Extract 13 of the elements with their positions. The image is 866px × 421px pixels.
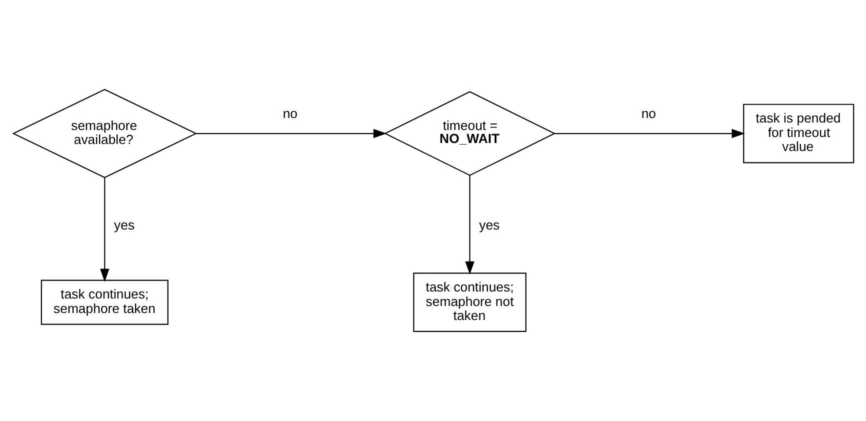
node-box: task is pended for timeout value — [742, 104, 854, 164]
arrow — [196, 128, 386, 138]
edge-label: no — [282, 106, 298, 122]
node-diamond: timeout = NO_WAIT — [383, 91, 556, 176]
arrow — [100, 178, 109, 282]
edge-label: yes — [114, 217, 134, 232]
node-diamond: semaphore available? — [12, 88, 197, 178]
edge-label: yes — [478, 217, 500, 232]
arrow — [554, 128, 744, 138]
arrow — [464, 175, 474, 275]
edge-label: no — [640, 106, 656, 122]
node-box: task continues; semaphore not taken — [412, 272, 526, 332]
node-box: task continues; semaphore taken — [40, 280, 168, 325]
